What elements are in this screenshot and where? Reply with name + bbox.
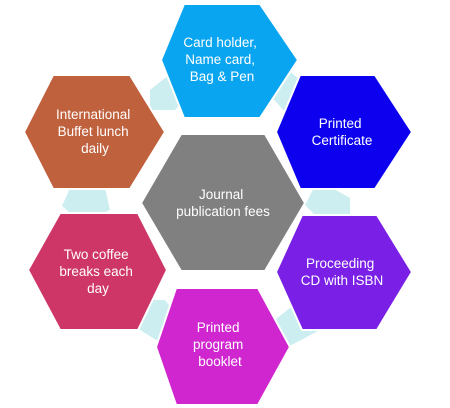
hex-card-holder-shape xyxy=(159,3,300,119)
hex-program-booklet: Printed program booklet xyxy=(154,287,292,406)
hex-card-holder: Card holder, Name card, Bag & Pen xyxy=(159,3,300,119)
coffee-line-3: day xyxy=(87,281,109,296)
booklet-line-2: program xyxy=(193,337,243,352)
center-label-line-1: Journal xyxy=(199,187,243,202)
proceeding-line-2: CD with ISBN xyxy=(301,273,384,288)
buffet-line-1: International xyxy=(56,107,130,122)
hex-proceeding-cd-shape xyxy=(274,214,414,331)
certificate-line-1: Printed xyxy=(319,116,362,131)
hex-printed-certificate-label: Printed Certificate xyxy=(312,116,373,148)
hex-program-booklet-label: Printed program booklet xyxy=(193,320,247,369)
booklet-line-1: Printed xyxy=(197,320,240,335)
booklet-line-3: booklet xyxy=(198,354,242,369)
card-holder-line-2: Name card, xyxy=(185,52,255,67)
buffet-line-3: daily xyxy=(81,141,109,156)
hex-program-booklet-shape xyxy=(154,287,292,406)
card-holder-line-1: Card holder, xyxy=(183,35,257,50)
certificate-line-2: Certificate xyxy=(312,133,373,148)
proceeding-line-1: Proceeding xyxy=(306,256,374,271)
hex-proceeding-cd: Proceeding CD with ISBN xyxy=(274,214,414,331)
hex-coffee-breaks-shape xyxy=(26,212,169,331)
card-holder-line-3: Bag & Pen xyxy=(190,69,255,84)
center-hexagon: Journal publication fees xyxy=(139,133,307,272)
hex-printed-certificate-shape xyxy=(274,74,414,190)
hex-proceeding-cd-label: Proceeding CD with ISBN xyxy=(301,256,384,288)
coffee-line-1: Two coffee xyxy=(64,247,129,262)
hex-buffet-lunch: International Buffet lunch daily xyxy=(22,74,167,190)
hex-buffet-lunch-label: International Buffet lunch daily xyxy=(56,107,134,156)
buffet-line-2: Buffet lunch xyxy=(58,124,129,139)
coffee-line-2: breaks each xyxy=(59,264,133,279)
hex-buffet-lunch-shape xyxy=(22,74,167,190)
center-label-line-2: publication fees xyxy=(176,204,270,219)
center-hexagon-label: Journal publication fees xyxy=(176,187,270,219)
center-hexagon-shape xyxy=(139,133,307,272)
hex-printed-certificate: Printed Certificate xyxy=(274,74,414,190)
hex-coffee-breaks-label: Two coffee breaks each day xyxy=(59,247,136,296)
hex-card-holder-label: Card holder, Name card, Bag & Pen xyxy=(183,35,260,84)
hex-coffee-breaks: Two coffee breaks each day xyxy=(26,212,169,331)
